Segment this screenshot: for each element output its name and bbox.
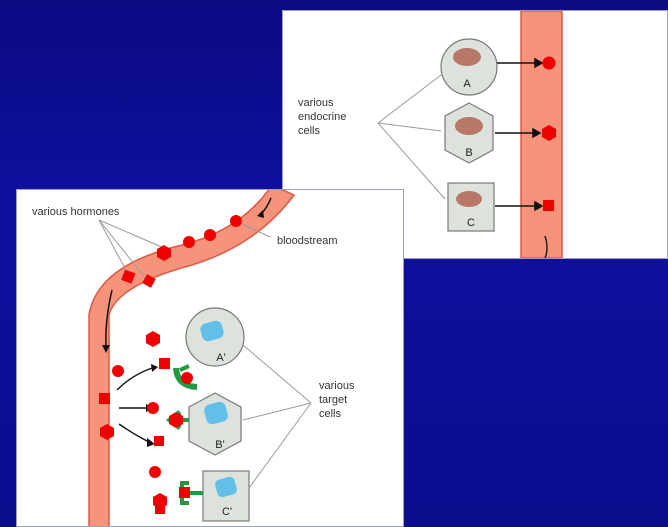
target-cell-c-prime: C' xyxy=(203,471,249,521)
target-cells-panel: various hormones bloodstream xyxy=(16,189,404,527)
free-hormones xyxy=(146,331,170,514)
hormone-square xyxy=(543,200,554,211)
receptor-c-prime xyxy=(179,483,203,503)
endocrine-cell-a: A xyxy=(441,39,497,95)
target-cell-b-prime: B' xyxy=(189,393,241,455)
endocrine-cell-b: B xyxy=(445,103,493,163)
endocrine-cell-c: C xyxy=(448,183,494,231)
target-label-leaders xyxy=(243,345,311,488)
cell-b-prime-label: B' xyxy=(215,439,224,451)
top-label-line-2: endocrine xyxy=(298,111,346,123)
hormone-circle xyxy=(543,57,556,70)
receptor-a-prime xyxy=(176,366,197,387)
target-label-line-1: various xyxy=(319,380,355,392)
target-cells-diagram: various hormones bloodstream xyxy=(17,190,403,526)
cell-c-label: C xyxy=(467,217,475,229)
label-various-hormones: various hormones xyxy=(32,206,120,218)
top-label-line-3: cells xyxy=(298,125,321,137)
cell-a-label: A xyxy=(463,78,471,90)
cell-b-label: B xyxy=(465,147,472,159)
top-label-leaders xyxy=(378,75,445,199)
label-bloodstream: bloodstream xyxy=(277,235,338,247)
cell-a-prime-label: A' xyxy=(216,352,225,364)
target-label-line-2: target xyxy=(319,394,347,406)
target-label-line-3: cells xyxy=(319,408,342,420)
cell-c-prime-label: C' xyxy=(222,506,232,518)
receptor-b-prime xyxy=(169,412,189,428)
target-cell-a-prime: A' xyxy=(186,308,244,366)
top-label-line-1: various xyxy=(298,97,334,109)
